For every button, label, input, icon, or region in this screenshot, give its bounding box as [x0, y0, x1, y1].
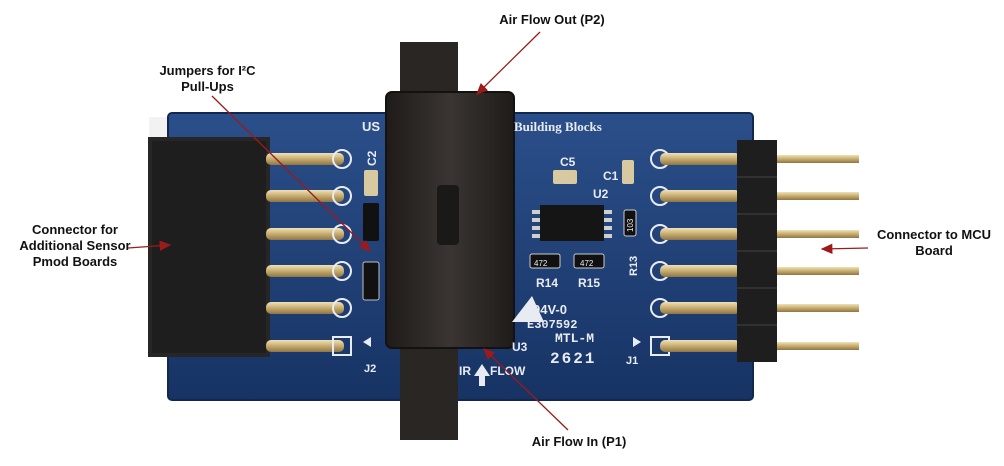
silk-flow: FLOW [490, 364, 526, 378]
jumper-components [362, 170, 380, 301]
callout-connector-left: Connector for Additional Sensor Pmod Boa… [19, 222, 131, 269]
left-connector-pins [266, 149, 352, 356]
pin1-marker-left [363, 337, 371, 347]
silk-r15: R15 [578, 276, 600, 290]
callout-jumpers: Jumpers for I²C Pull-Ups [159, 63, 256, 94]
silk-r13-value: 103 [626, 218, 635, 232]
silk-c2: C2 [365, 150, 379, 166]
resistor-r14 [529, 253, 561, 269]
silk-ul-file: E307592 [527, 318, 577, 332]
sensor-bottom-port [400, 340, 458, 440]
resistor-r15 [573, 253, 605, 269]
silk-c5: C5 [560, 155, 576, 169]
silk-top-left: US [362, 119, 380, 134]
silk-board-code: 2621 [550, 350, 596, 368]
silk-u3: U3 [512, 340, 528, 354]
pin1-marker-right [633, 337, 641, 347]
right-header-pins [777, 155, 859, 350]
silk-j1: J1 [626, 355, 638, 367]
silk-r14-value: 472 [534, 259, 548, 268]
callout-arrows [127, 31, 869, 431]
ul-logo-icon [512, 296, 544, 322]
silk-r14: R14 [536, 276, 558, 290]
silk-c1: C1 [603, 169, 619, 183]
silk-u2: U2 [593, 187, 609, 201]
silk-ul-maker: MTL-M [555, 331, 594, 346]
right-connector-pins-onboard [650, 149, 740, 356]
silk-r13: R13 [628, 256, 640, 276]
capacitor-c5 [553, 170, 577, 184]
callout-air-flow-in: Air Flow In (P1) [531, 434, 627, 449]
silk-ul-rating: 94V-0 [533, 302, 567, 317]
airflow-arrow-icon [474, 364, 490, 386]
silk-top-right: Building Blocks [514, 119, 602, 134]
callout-connector-right: Connector to MCU Board [876, 227, 992, 258]
sensor-chip-u2 [532, 205, 612, 241]
capacitor-c1 [622, 160, 634, 184]
silk-r15-value: 472 [580, 259, 594, 268]
silk-air-partial: IR [459, 364, 471, 378]
resistor-r13 [623, 209, 637, 237]
callout-air-flow-out: Air Flow Out (P2) [499, 12, 605, 27]
silk-j2: J2 [364, 363, 376, 375]
